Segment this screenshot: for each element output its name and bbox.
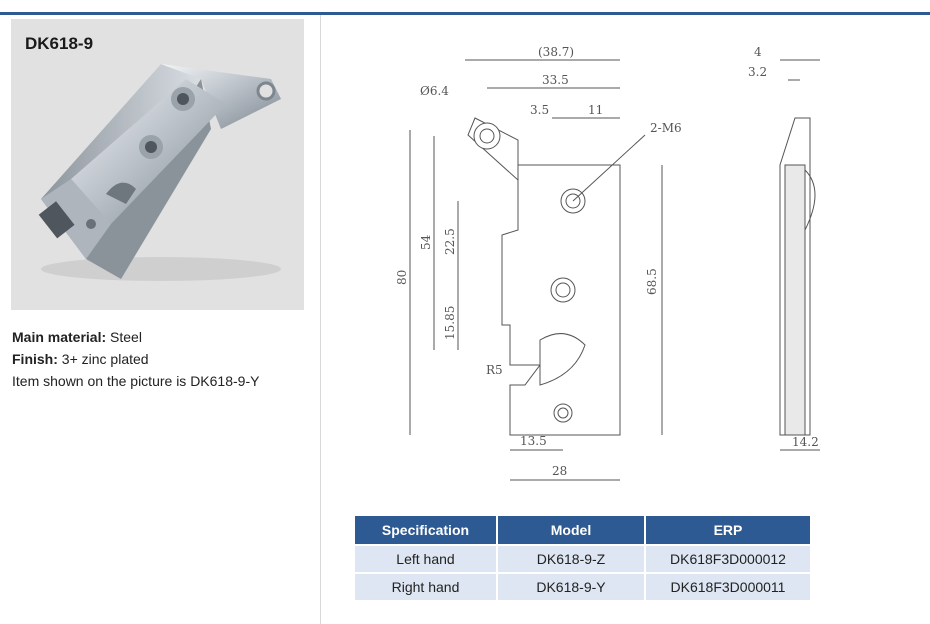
spec-table: Specification Model ERP Left hand DK618-…	[355, 516, 810, 600]
latch-photo-image	[38, 64, 281, 281]
dim-13-5: 13.5	[520, 434, 547, 448]
finish-label: Finish:	[12, 351, 58, 367]
dim-m6: 2-M6	[650, 121, 682, 135]
table-row: Left hand DK618-9-Z DK618F3D000012	[355, 544, 810, 573]
dim-68-5: 68.5	[645, 268, 659, 295]
cell-model: DK618-9-Y	[497, 572, 646, 600]
product-photo: DK618-9	[11, 19, 304, 310]
material-label: Main material:	[12, 329, 107, 345]
material-row: Main material: Steel	[12, 326, 312, 348]
header-model: Model	[497, 516, 646, 545]
product-title: DK618-9	[25, 34, 94, 53]
dim-3-5: 3.5	[530, 103, 549, 117]
cell-erp: DK618F3D000012	[645, 544, 810, 573]
header-erp: ERP	[645, 516, 810, 545]
cell-model: DK618-9-Z	[497, 544, 646, 573]
technical-drawing: (38.7) 33.5 3.5 11 Ø6.4 2-M6 80 54 22.5 …	[395, 45, 820, 481]
finish-value: 3+ zinc plated	[61, 351, 149, 367]
finish-row: Finish: 3+ zinc plated	[12, 348, 312, 370]
cell-spec: Left hand	[355, 544, 498, 573]
product-panel: DK618-9 Main material: Steel Finish: 3+ …	[0, 15, 321, 624]
dim-54: 54	[419, 234, 433, 250]
dim-11: 11	[588, 103, 603, 117]
dim-33-5: 33.5	[542, 73, 569, 87]
material-value: Steel	[110, 329, 142, 345]
product-info: Main material: Steel Finish: 3+ zinc pla…	[12, 326, 312, 392]
cell-spec: Right hand	[355, 572, 498, 600]
dim-80: 80	[395, 270, 409, 285]
header-rule	[0, 12, 930, 15]
dim-14-2: 14.2	[792, 435, 819, 449]
dim-4: 4	[754, 45, 762, 59]
dim-15-85: 15.85	[443, 306, 457, 340]
dim-phi: Ø6.4	[420, 84, 449, 98]
header-specification: Specification	[355, 516, 498, 545]
dim-28: 28	[552, 464, 567, 478]
picture-note: Item shown on the picture is DK618-9-Y	[12, 373, 260, 389]
table-row: Right hand DK618-9-Y DK618F3D000011	[355, 572, 810, 600]
cell-erp: DK618F3D000011	[645, 572, 810, 600]
dim-3-2: 3.2	[748, 65, 767, 79]
dim-38-7: (38.7)	[538, 45, 574, 59]
dim-r5: R5	[486, 363, 503, 377]
table-header-row: Specification Model ERP	[355, 516, 810, 545]
dim-22-5: 22.5	[443, 228, 457, 255]
